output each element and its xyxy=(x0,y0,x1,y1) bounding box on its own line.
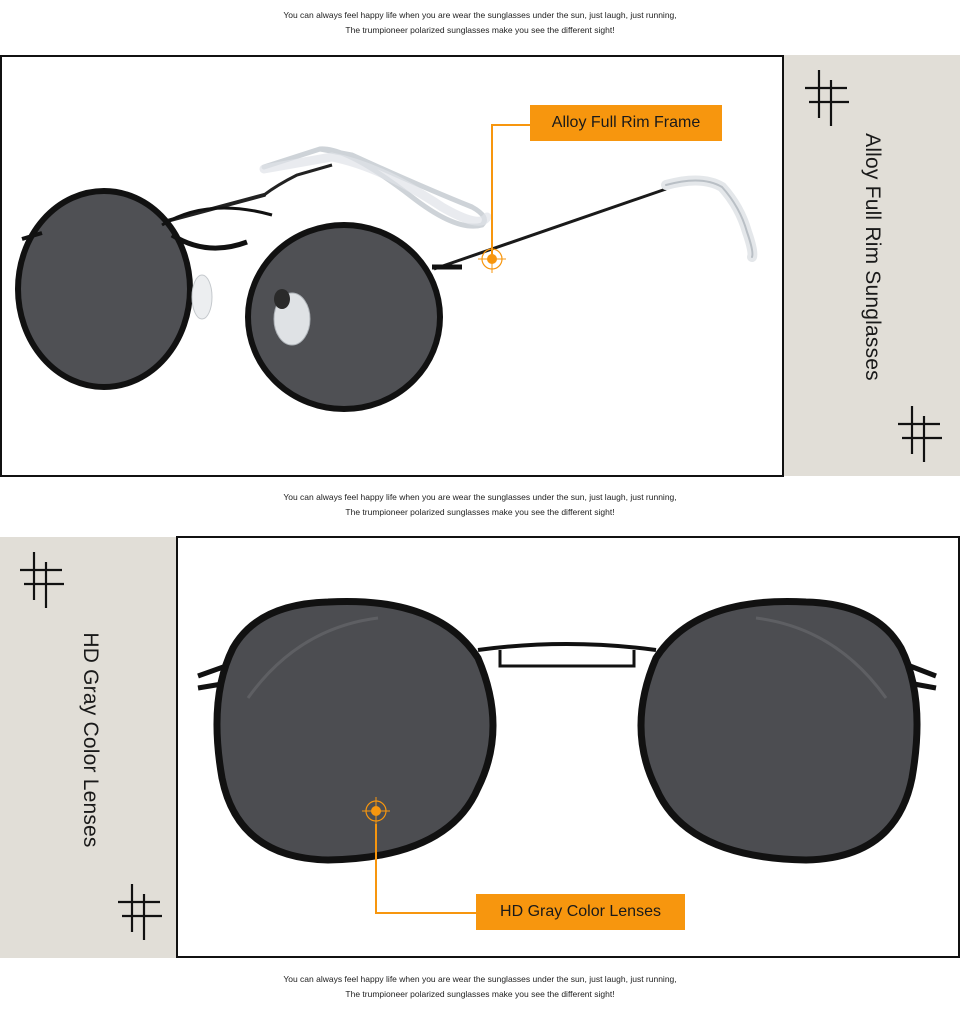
hash-icon xyxy=(805,68,849,128)
callout-line-vertical xyxy=(375,824,377,913)
tagline-middle: You can always feel happy life when you … xyxy=(0,490,960,520)
target-icon xyxy=(362,797,390,825)
side-title-right: Alloy Full Rim Sunglasses xyxy=(861,133,884,381)
sunglasses-side-view-image xyxy=(15,146,758,412)
tagline-bottom: You can always feel happy life when you … xyxy=(0,972,960,1002)
hash-icon xyxy=(20,550,64,610)
callout-label-lenses: HD Gray Color Lenses xyxy=(476,894,685,930)
product-photo-front-view xyxy=(176,536,960,958)
tagline-line-1: You can always feel happy life when you … xyxy=(283,10,677,20)
side-panel-right xyxy=(783,55,960,476)
target-icon xyxy=(478,245,506,273)
side-title-left: HD Gray Color Lenses xyxy=(79,632,102,848)
sunglasses-front-view-image xyxy=(197,597,937,864)
callout-line-horizontal xyxy=(375,912,477,914)
callout-line-horizontal xyxy=(491,124,531,126)
tagline-line-1: You can always feel happy life when you … xyxy=(283,492,677,502)
tagline-line-2: The trumpioneer polarized sunglasses mak… xyxy=(345,507,615,517)
hash-icon xyxy=(118,882,162,942)
hash-icon xyxy=(898,404,942,464)
tagline-line-2: The trumpioneer polarized sunglasses mak… xyxy=(345,25,615,35)
callout-label-frame: Alloy Full Rim Frame xyxy=(530,105,722,141)
callout-line-vertical xyxy=(491,124,493,258)
tagline-top: You can always feel happy life when you … xyxy=(0,8,960,38)
tagline-line-2: The trumpioneer polarized sunglasses mak… xyxy=(345,989,615,999)
tagline-line-1: You can always feel happy life when you … xyxy=(283,974,677,984)
side-panel-left xyxy=(0,537,177,958)
